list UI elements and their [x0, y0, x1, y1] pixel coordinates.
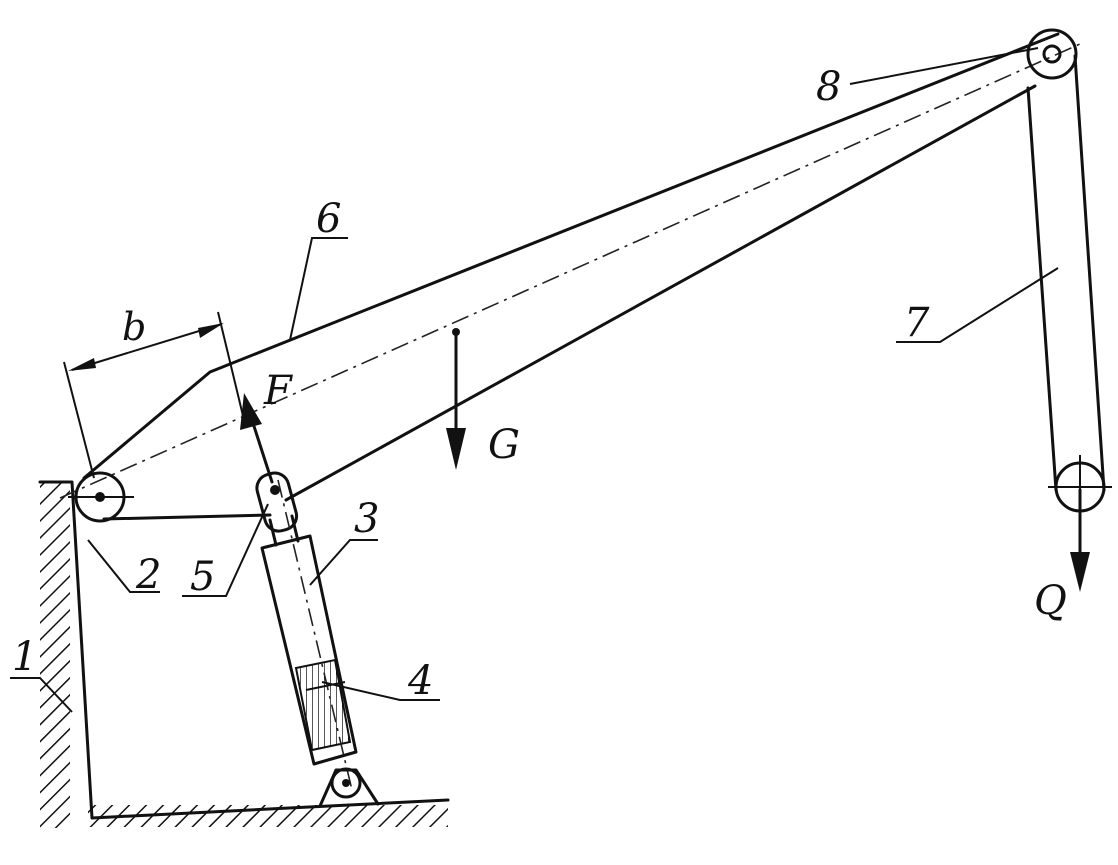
- dim-b-extension-left: [63, 361, 95, 479]
- dim-b-arrow-right: [198, 323, 224, 338]
- leader-7: [896, 267, 1059, 343]
- center-of-gravity-point: [452, 328, 460, 336]
- frame-outline: [38, 480, 450, 820]
- rod-clevis-pin: [270, 485, 280, 495]
- cable-left: [1026, 86, 1058, 492]
- label-part-4: 4: [407, 658, 433, 704]
- piston-rod-right: [290, 514, 300, 543]
- cylinder-base-pin: [342, 779, 350, 787]
- force-G: [446, 332, 466, 470]
- force-F-arrowhead: [240, 393, 262, 430]
- labels: 1 2 3 4 5 6 7 8 b F G Q: [12, 64, 1067, 704]
- label-force-Q: Q: [1034, 578, 1067, 624]
- force-Q: [1070, 488, 1090, 592]
- boom-lower-edge: [284, 84, 1037, 502]
- floor-hatching: [88, 805, 448, 827]
- dimension-b: [63, 311, 245, 479]
- force-G-arrowhead: [446, 428, 466, 470]
- label-part-1: 1: [12, 634, 37, 680]
- leader-4: [321, 681, 440, 701]
- top-pulley-hub: [1042, 44, 1062, 64]
- force-Q-arrowhead: [1070, 552, 1090, 592]
- cable: [1026, 54, 1112, 519]
- piston-rod-left: [268, 518, 278, 547]
- leader-6: [289, 237, 348, 341]
- cylinder-barrel: [260, 534, 358, 766]
- cable-right: [1073, 54, 1106, 492]
- top-pulley: [1026, 28, 1078, 80]
- dim-b-extension-right: [217, 311, 245, 421]
- boom-upper-edge: [82, 32, 1060, 480]
- boom-bottom-tie: [102, 513, 272, 521]
- leader-8: [849, 47, 1039, 85]
- label-part-3: 3: [354, 496, 379, 542]
- force-F-shaft: [250, 418, 274, 484]
- label-force-G: G: [488, 422, 520, 468]
- leader-5: [182, 503, 269, 597]
- leader-3: [309, 539, 378, 586]
- wall-hatching: [40, 483, 70, 828]
- label-part-5: 5: [190, 554, 215, 600]
- boom-centerline: [59, 43, 1081, 499]
- piston-face: [305, 681, 346, 691]
- hydraulic-cylinder: [255, 471, 380, 808]
- leaders: [10, 47, 1059, 713]
- cylinder-base-support: [318, 768, 380, 808]
- leader-2: [87, 539, 160, 593]
- base-frame: [38, 480, 450, 828]
- label-part-7: 7: [904, 300, 930, 346]
- leader-1: [10, 677, 73, 713]
- label-force-F: F: [263, 368, 293, 414]
- dim-b-arrow-left: [68, 358, 96, 371]
- label-part-2: 2: [135, 552, 161, 598]
- label-part-6: 6: [316, 196, 341, 242]
- force-F: [240, 393, 274, 484]
- root-hinge: [68, 471, 134, 523]
- label-dim-b: b: [122, 305, 146, 349]
- label-part-8: 8: [816, 64, 841, 110]
- top-pulley-circle: [1026, 28, 1078, 80]
- boom: [59, 32, 1081, 521]
- cylinder-axis: [277, 479, 353, 791]
- piston-section: [294, 658, 352, 752]
- dim-b-line: [71, 323, 223, 371]
